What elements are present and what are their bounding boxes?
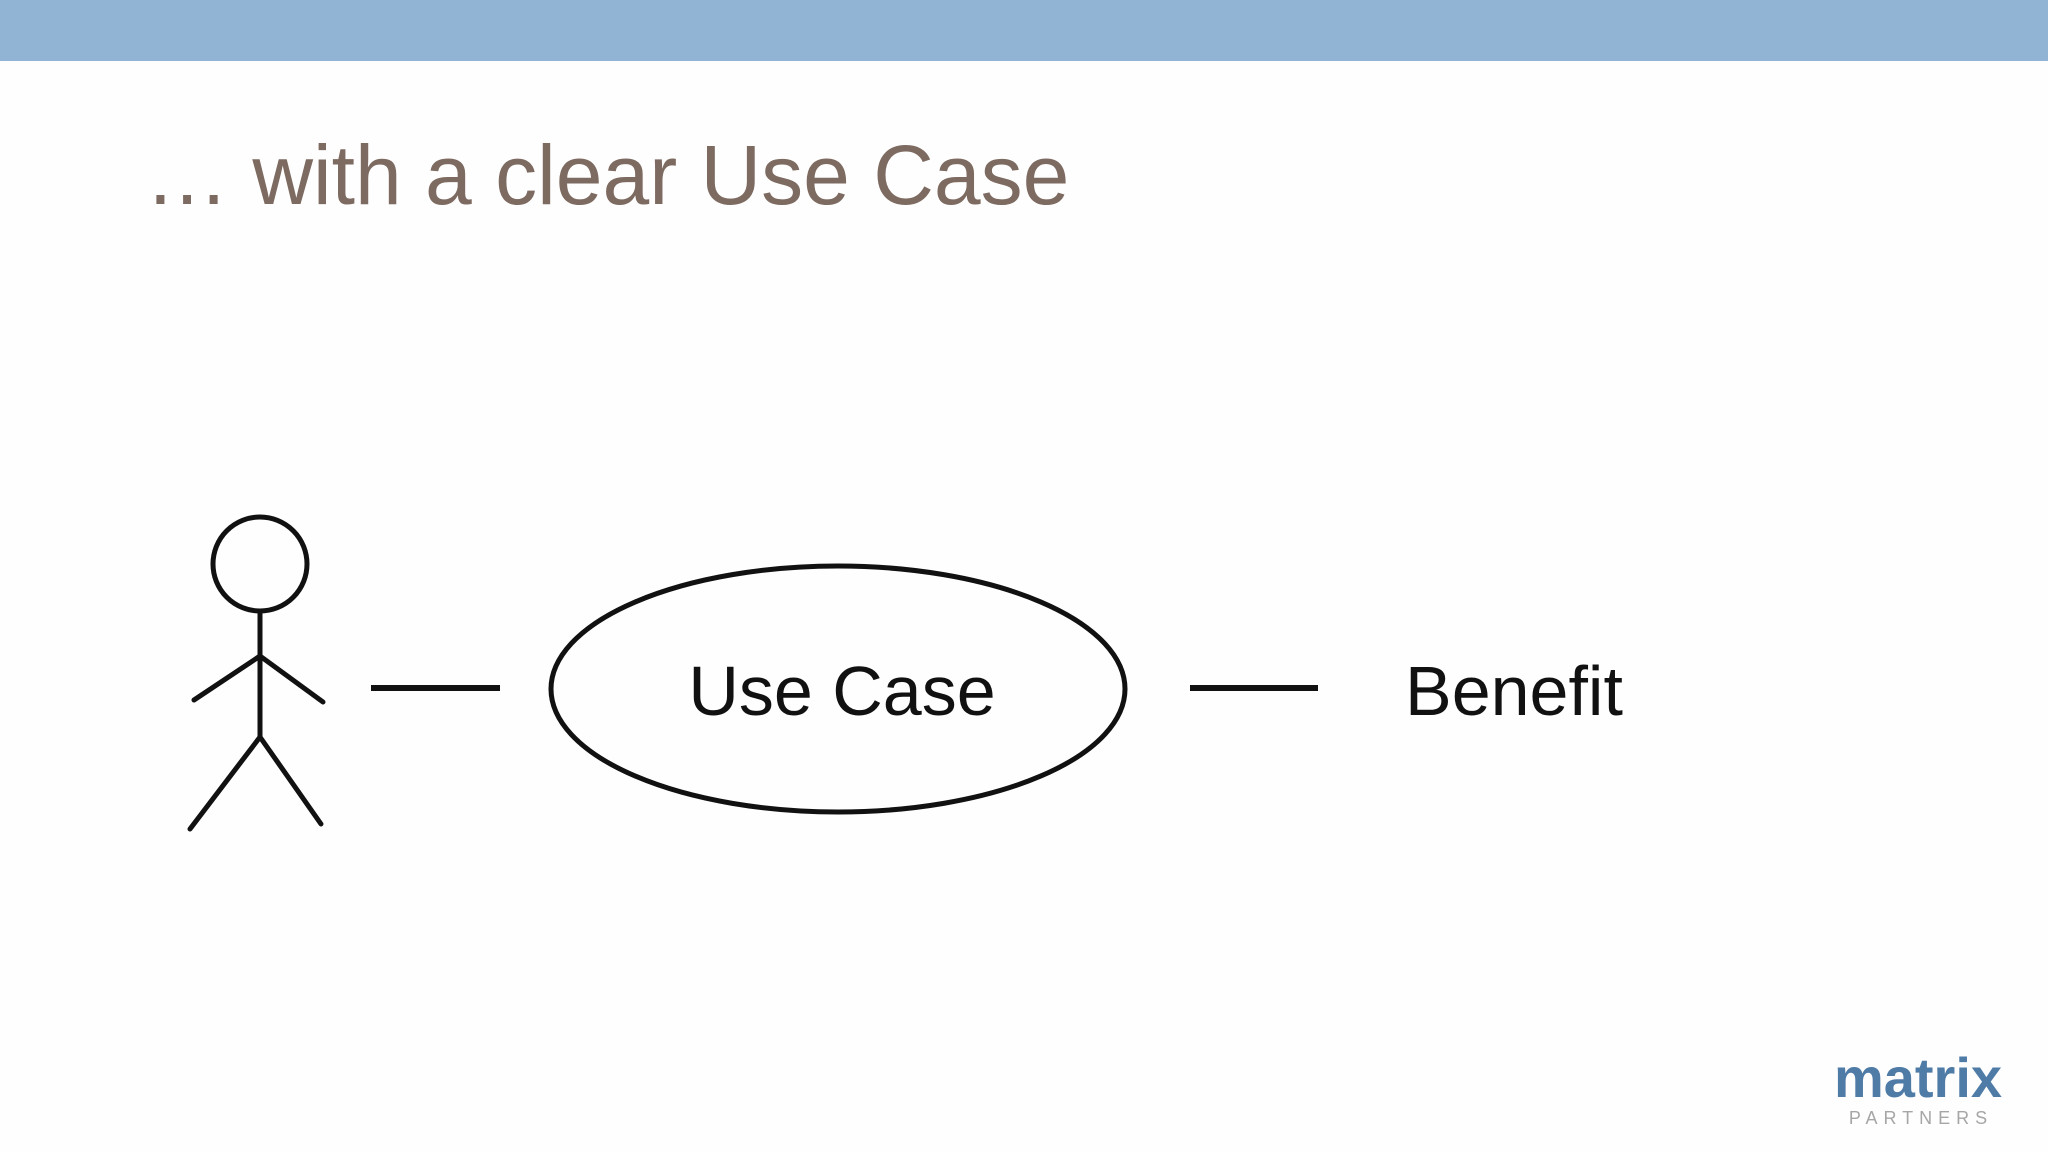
actor-arms xyxy=(191,653,326,705)
matrix-partners-logo: matrix PARTNERS xyxy=(1833,1046,2003,1128)
slide-title: … with a clear Use Case xyxy=(145,128,1070,222)
logo-subtext: PARTNERS xyxy=(1848,1108,1994,1128)
actor-head xyxy=(210,514,310,614)
use-case-label: Use Case xyxy=(688,652,995,730)
benefit-label: Benefit xyxy=(1405,652,1623,730)
actor-legs xyxy=(187,734,324,832)
slide-top-accent-bar xyxy=(0,0,2048,61)
actor-stick-figure-icon xyxy=(187,514,326,832)
logo-brand-text: matrix xyxy=(1833,1046,2003,1109)
use-case-ellipse xyxy=(548,563,1128,815)
